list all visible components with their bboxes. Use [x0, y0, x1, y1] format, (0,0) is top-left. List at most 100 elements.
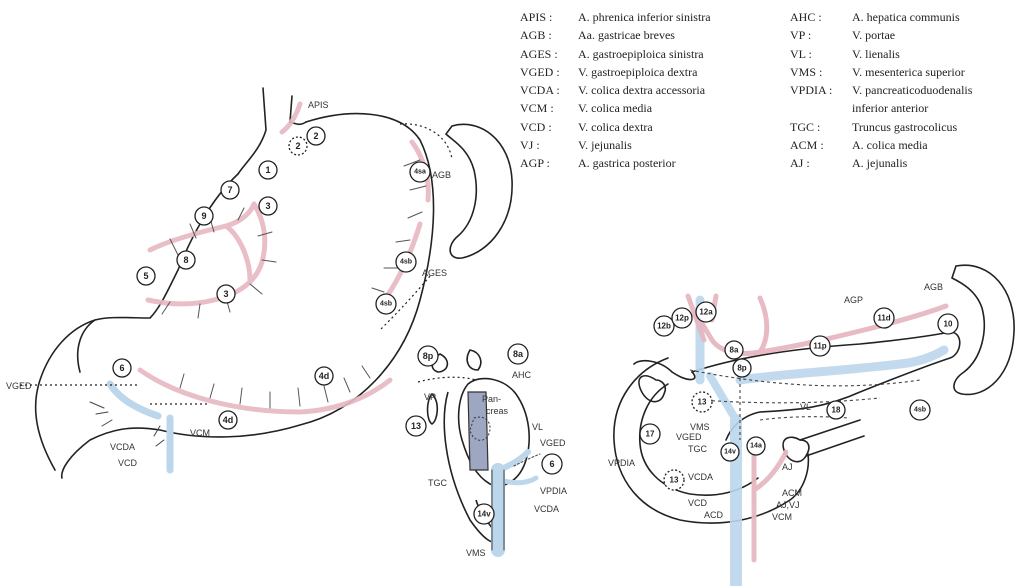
node: 8p	[732, 358, 752, 378]
svg-text:3: 3	[223, 289, 228, 299]
svg-text:6: 6	[549, 459, 554, 469]
legend-row: VP : V. portae	[790, 26, 972, 44]
legend-abbr: VP :	[790, 28, 812, 43]
legend-name: V. portae	[852, 28, 896, 43]
node: 8p	[417, 345, 439, 367]
svg-text:11p: 11p	[813, 342, 826, 351]
svg-text:8: 8	[183, 255, 188, 265]
node: 4d	[314, 366, 334, 386]
node: 8a	[724, 340, 744, 360]
svg-text:14v: 14v	[477, 510, 491, 519]
node: 12b	[653, 315, 675, 337]
node: 12p	[671, 307, 693, 329]
svg-text:2: 2	[295, 141, 300, 151]
label-pancreas-1: Pan-	[482, 394, 501, 404]
svg-text:4sa: 4sa	[414, 169, 426, 176]
legend-row: VPDIA :V. pancreaticoduodenalis	[790, 81, 972, 99]
node: 6	[112, 358, 132, 378]
legend-abbr: VMS :	[790, 64, 823, 79]
svg-text:3: 3	[265, 201, 270, 211]
node: 4sb	[375, 293, 397, 315]
legend-row: VL : V. lienalis	[790, 45, 972, 63]
node: 13	[663, 469, 685, 491]
svg-text:4sb: 4sb	[380, 301, 392, 308]
node: 6	[541, 453, 563, 475]
label-vpdia-2: VPDIA	[608, 458, 635, 468]
svg-text:10: 10	[944, 320, 953, 329]
section-labels: AHC VP Pan- creas VL VGED VPDIA TGC VCDA…	[424, 370, 567, 558]
node: 8a	[507, 343, 529, 365]
node: 14v	[473, 503, 495, 525]
legend-abbr: AGP :	[520, 156, 550, 171]
legend-name: A. phrenica inferior sinistra	[578, 10, 711, 24]
node: 5	[136, 266, 156, 286]
label-vcda-3: VCDA	[688, 472, 713, 482]
node: 12a	[695, 301, 717, 323]
label-vl-2: VL	[800, 402, 811, 412]
legend-name: A. gastroepiploica sinistra	[578, 46, 704, 61]
svg-text:6: 6	[119, 363, 124, 373]
svg-text:13: 13	[698, 398, 707, 407]
pancreas-labels: AGP AGB VL VMS VGED TGC VPDIA VCDA VCD A…	[608, 282, 943, 522]
legend-abbr: VCDA :	[520, 83, 560, 98]
legend-name: V. colica dextra	[578, 119, 653, 134]
node: 14a	[746, 436, 766, 456]
label-vl: VL	[532, 422, 543, 432]
legend-name: V. gastroepiploica dextra	[578, 64, 698, 79]
svg-text:12a: 12a	[699, 308, 713, 317]
label-vcd-2: VCD	[688, 498, 708, 508]
legend-abbr: VCD :	[520, 119, 552, 134]
spleen-outline-2	[951, 264, 1015, 396]
svg-text:2: 2	[313, 131, 318, 141]
section-nodes: 8p 8a 13 6 14v	[405, 343, 563, 525]
svg-text:8a: 8a	[513, 349, 524, 359]
legend-name: V. lienalis	[852, 46, 900, 61]
label-vms-2: VMS	[690, 422, 710, 432]
label-ages: AGES	[422, 268, 447, 278]
legend-abbr: AJ :	[790, 156, 810, 171]
node: 4sa	[409, 161, 431, 183]
legend-name: A. hepatica communis	[852, 10, 960, 24]
legend-row: VCDA : V. colica dextra accessoria	[520, 81, 711, 99]
legend-row: AJ :A. jejunalis	[790, 154, 972, 172]
label-agb: AGB	[432, 170, 451, 180]
svg-text:5: 5	[143, 271, 148, 281]
legend-name: V. colica dextra accessoria	[578, 83, 706, 98]
legend-name: Aa. gastricae breves	[578, 28, 675, 43]
svg-text:13: 13	[411, 421, 421, 431]
label-vp: VP	[424, 392, 436, 402]
legend-abbr: VL :	[790, 46, 812, 61]
label-vms: VMS	[466, 548, 486, 558]
stomach-dotted	[20, 123, 453, 405]
svg-text:12p: 12p	[675, 314, 689, 323]
node: 3	[216, 284, 236, 304]
label-ahc: AHC	[512, 370, 532, 380]
legend-abbr: AGES :	[520, 46, 558, 61]
label-vged-3: VGED	[676, 432, 702, 442]
legend-row: APIS : A. phrenica inferior sinistra	[520, 8, 711, 26]
legend-row: VJ :V. jejunalis	[520, 136, 711, 154]
node: 1	[258, 160, 278, 180]
legend-name: Truncus gastrocolicus	[852, 119, 958, 134]
legend-abbr: VGED :	[520, 64, 560, 79]
svg-text:8p: 8p	[737, 364, 746, 373]
label-vcm-2: VCM	[772, 512, 792, 522]
duodenum-outline	[613, 357, 810, 524]
label-vpdia: VPDIA	[540, 486, 567, 496]
legend-name: V. colica media	[578, 101, 653, 116]
label-agp: AGP	[844, 295, 863, 305]
node: 13	[405, 415, 427, 437]
pancreas-arteries	[685, 293, 949, 563]
legend-abbr: APIS :	[520, 10, 553, 24]
legend-row: VGED : V. gastroepiploica dextra	[520, 63, 711, 81]
legend-name: inferior anterior	[852, 101, 929, 116]
label-tgc-2: TGC	[688, 444, 707, 454]
legend-name: V. pancreaticoduodenalis	[852, 83, 973, 98]
legend-abbr: AGB :	[520, 28, 552, 43]
legend-row: ACM :A. colica media	[790, 136, 972, 154]
label-vcda: VCDA	[110, 442, 135, 452]
legend-row: AGP :A. gastrica posterior	[520, 154, 711, 172]
legend-abbr: VCM :	[520, 101, 554, 116]
